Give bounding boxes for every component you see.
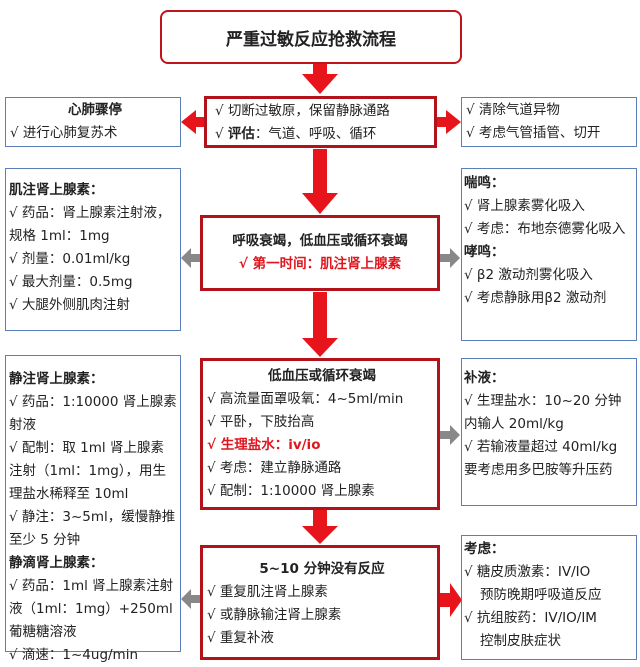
step3-heading: 低血压或循环衰竭 <box>268 368 376 384</box>
list-item: √ 重复肌注肾上腺素 <box>207 584 328 600</box>
list-item: √ 考虑：布地奈德雾化吸入 <box>464 221 626 237</box>
list-item: √ 最大剂量：0.5mg <box>9 274 133 290</box>
list-item: √ 配制：取 1ml 肾上腺素注射（1ml：1mg），用生理盐水稀释至 10ml <box>9 440 167 502</box>
flowchart-title: 严重过敏反应抢救流程 <box>160 10 462 64</box>
list-item: √ 考虑：建立静脉通路 <box>207 460 342 476</box>
box-heading: 肌注肾上腺素： <box>9 182 104 198</box>
consider-box: 考虑： √ 糖皮质激素：IV/IO 预防晚期呼吸道反应 √ 抗组胺药：IV/IO… <box>461 535 637 660</box>
list-item: √ 糖皮质激素：IV/IO <box>464 564 591 580</box>
box-heading: 喘鸣： <box>464 175 505 191</box>
im-epinephrine-box: 肌注肾上腺素： √ 药品：肾上腺素注射液，规格 1ml：1mg √ 剂量：0.0… <box>5 168 181 331</box>
list-item: √ 生理盐水：10~20 分钟内输人 20ml/kg <box>464 393 622 432</box>
assess-label: 评估 <box>227 126 255 142</box>
cardiac-arrest-heading: 心肺骤停 <box>68 102 122 118</box>
arrow-down-3 <box>302 292 338 357</box>
list-item: √ 药品：1ml 肾上腺素注射液（1ml：1mg）+250ml 葡糖糖溶液 <box>9 578 174 640</box>
list-item: √ 配制：1:10000 肾上腺素 <box>207 483 375 499</box>
cardiac-arrest-box: 心肺骤停 √ 进行心肺复苏术 <box>5 97 181 147</box>
list-item: √ 考虑气管插管、切开 <box>466 125 601 141</box>
list-item: √ 抗组胺药：IV/IO/IM <box>464 610 597 626</box>
arrow-down-2 <box>302 149 338 214</box>
list-item: √ 清除气道异物 <box>466 102 560 118</box>
arrow-right-fluid <box>440 425 460 445</box>
list-item: √ 大腿外侧肌肉注射 <box>9 297 130 313</box>
step1-line2: √ 评估：气道、呼吸、循环 <box>215 123 434 146</box>
list-item: √ 药品：1:10000 肾上腺素射液 <box>9 394 177 433</box>
step4-heading: 5~10 分钟没有反应 <box>259 561 385 577</box>
list-item: √ 高流量面罩吸氧：4~5ml/min <box>207 391 404 407</box>
list-item: √ 剂量：0.01ml/kg <box>9 251 131 267</box>
airway-box: √ 清除气道异物 √ 考虑气管插管、切开 <box>461 97 637 147</box>
arrow-left-iv <box>181 589 200 609</box>
assess-text: ：气道、呼吸、循环 <box>254 126 377 142</box>
list-item: √ 或静脉输注肾上腺素 <box>207 607 342 623</box>
box-heading: 补液： <box>464 370 505 386</box>
list-item: √ 进行心肺复苏术 <box>10 125 118 141</box>
list-item: 控制皮肤症状 <box>480 633 561 649</box>
wheeze-box: 喘鸣： √ 肾上腺素雾化吸入 √ 考虑：布地奈德雾化吸入 哮鸣： √ β2 激动… <box>461 168 637 341</box>
list-item: √ 静注：3~5ml，缓慢静推至少 5 分钟 <box>9 509 176 548</box>
step3-box: 低血压或循环衰竭 √ 高流量面罩吸氧：4~5ml/min √ 平卧，下肢抬高 √… <box>200 358 440 510</box>
box-heading: 静滴肾上腺素： <box>9 555 104 571</box>
arrow-left-cardiac <box>181 110 205 134</box>
step2-highlight: √ 第一时间：肌注肾上腺素 <box>238 256 402 272</box>
box-heading: 静注肾上腺素： <box>9 371 104 387</box>
check: √ <box>215 126 228 142</box>
step4-box: 5~10 分钟没有反应 √ 重复肌注肾上腺素 √ 或静脉输注肾上腺素 √ 重复补… <box>200 545 440 660</box>
list-item: 预防晚期呼吸道反应 <box>480 587 602 603</box>
step2-heading: 呼吸衰竭，低血压或循环衰竭 <box>232 233 408 249</box>
arrow-left-im <box>181 248 200 268</box>
box-heading: 哮鸣： <box>464 244 505 260</box>
list-item: √ 肾上腺素雾化吸入 <box>464 198 585 214</box>
arrow-down-4 <box>302 510 338 544</box>
arrow-right-consider <box>440 583 462 617</box>
list-item: √ β2 激动剂雾化吸入 <box>464 267 593 283</box>
list-item-highlight: √ 生理盐水：iv/io <box>207 437 321 453</box>
iv-epinephrine-box: 静注肾上腺素： √ 药品：1:10000 肾上腺素射液 √ 配制：取 1ml 肾… <box>5 355 181 663</box>
step1-box: √ 切断过敏原，保留静脉通路 √ 评估：气道、呼吸、循环 <box>204 96 437 148</box>
arrow-right-wheeze <box>440 248 460 268</box>
list-item: √ 若输液量超过 40ml/kg 要考虑用多巴胺等升压药 <box>464 439 618 478</box>
step1-line1: √ 切断过敏原，保留静脉通路 <box>215 103 390 119</box>
list-item: √ 滴速：1~4ug/min <box>9 647 139 663</box>
list-item: √ 平卧，下肢抬高 <box>207 414 315 430</box>
box-heading: 考虑： <box>464 541 505 557</box>
arrow-right-airway <box>437 110 461 134</box>
step2-box: 呼吸衰竭，低血压或循环衰竭 √ 第一时间：肌注肾上腺素 <box>200 215 440 291</box>
arrow-down-1 <box>302 64 338 94</box>
list-item: √ 药品：肾上腺素注射液，规格 1ml：1mg <box>9 205 171 244</box>
fluid-box: 补液： √ 生理盐水：10~20 分钟内输人 20ml/kg √ 若输液量超过 … <box>461 358 637 506</box>
list-item: √ 考虑静脉用β2 激动剂 <box>464 290 607 306</box>
list-item: √ 重复补液 <box>207 630 274 646</box>
